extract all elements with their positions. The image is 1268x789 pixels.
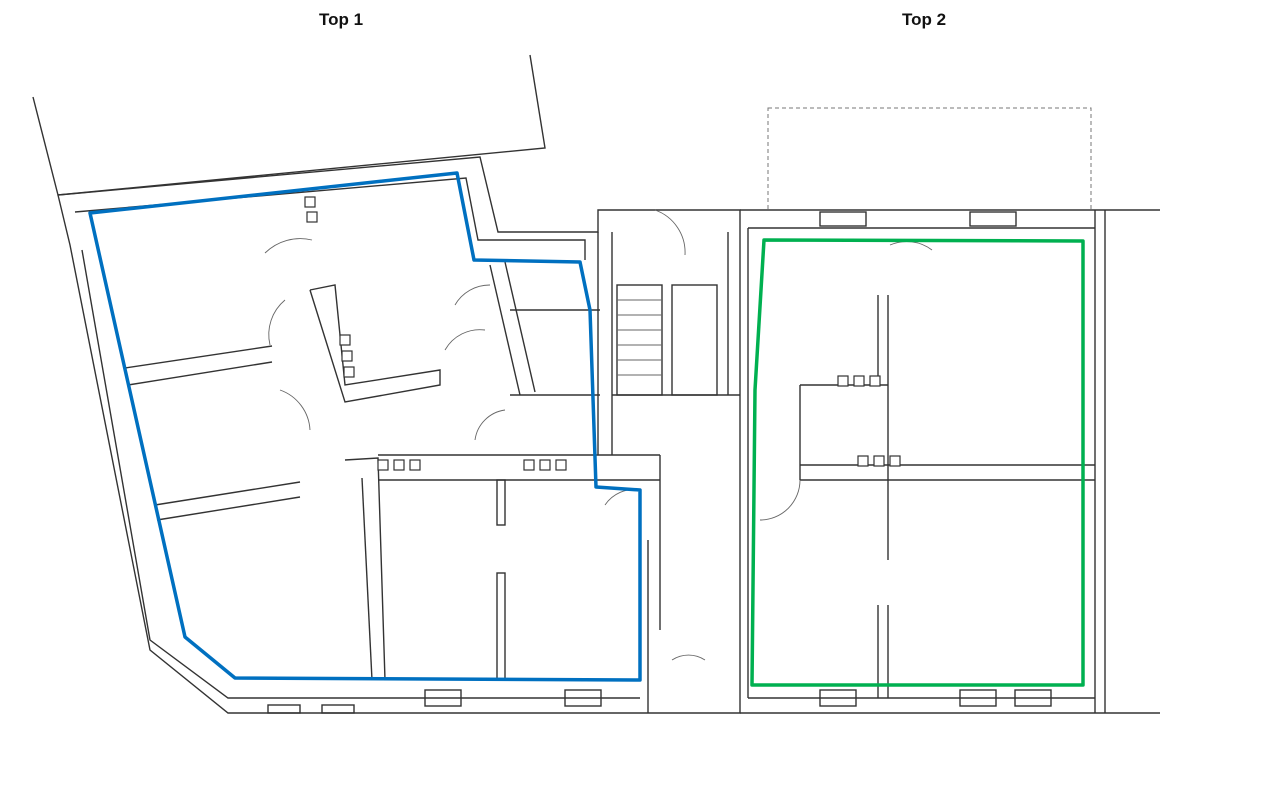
flues <box>304 196 901 471</box>
unit-label-top-1: Top 1 <box>318 10 364 29</box>
walls <box>32 54 1160 714</box>
unit-outline-top-1 <box>88 171 642 682</box>
unit-label-top-2: Top 2 <box>901 10 947 29</box>
windows <box>267 211 1052 714</box>
unit-outline-top-2 <box>750 238 1085 687</box>
